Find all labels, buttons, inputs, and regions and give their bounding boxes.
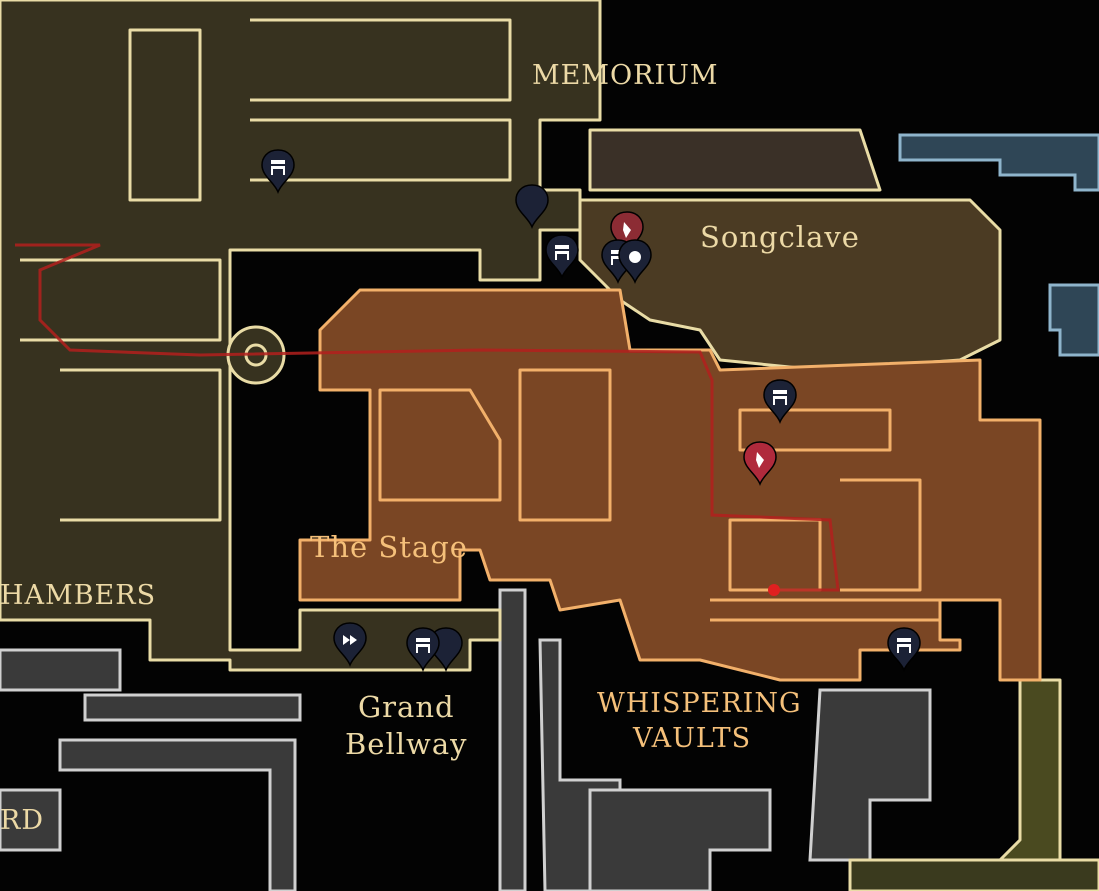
area-label-ward: RD bbox=[0, 805, 44, 836]
area-label-the-stage: The Stage bbox=[310, 530, 468, 564]
area-label-whispering-vaults-1: WHISPERING bbox=[597, 688, 802, 719]
shop-icon[interactable] bbox=[618, 239, 652, 283]
lower-zone bbox=[0, 588, 932, 891]
area-label-memorium: MEMORIUM bbox=[532, 60, 719, 91]
songclave-zone bbox=[578, 198, 1002, 372]
blank-pin-icon[interactable] bbox=[515, 184, 549, 228]
area-label-chambers: HAMBERS bbox=[0, 580, 157, 611]
bench-icon[interactable] bbox=[406, 627, 440, 671]
bench-icon[interactable] bbox=[545, 234, 579, 278]
route-trail bbox=[15, 243, 840, 592]
area-label-grand-bellway-1: Grand bbox=[358, 690, 455, 724]
quill-red-icon[interactable] bbox=[743, 441, 777, 485]
interior-walls bbox=[20, 18, 942, 622]
bench-icon[interactable] bbox=[763, 379, 797, 423]
area-label-grand-bellway-2: Bellway bbox=[345, 727, 468, 761]
vaults-zone bbox=[298, 288, 1042, 682]
fast-travel-icon[interactable] bbox=[333, 622, 367, 666]
bench-icon[interactable] bbox=[261, 149, 295, 193]
area-label-whispering-vaults-2: VAULTS bbox=[633, 723, 752, 754]
bench-icon[interactable] bbox=[887, 627, 921, 671]
area-label-songclave: Songclave bbox=[700, 220, 860, 254]
blue-zone bbox=[898, 133, 1099, 357]
player-position-marker bbox=[768, 584, 780, 596]
